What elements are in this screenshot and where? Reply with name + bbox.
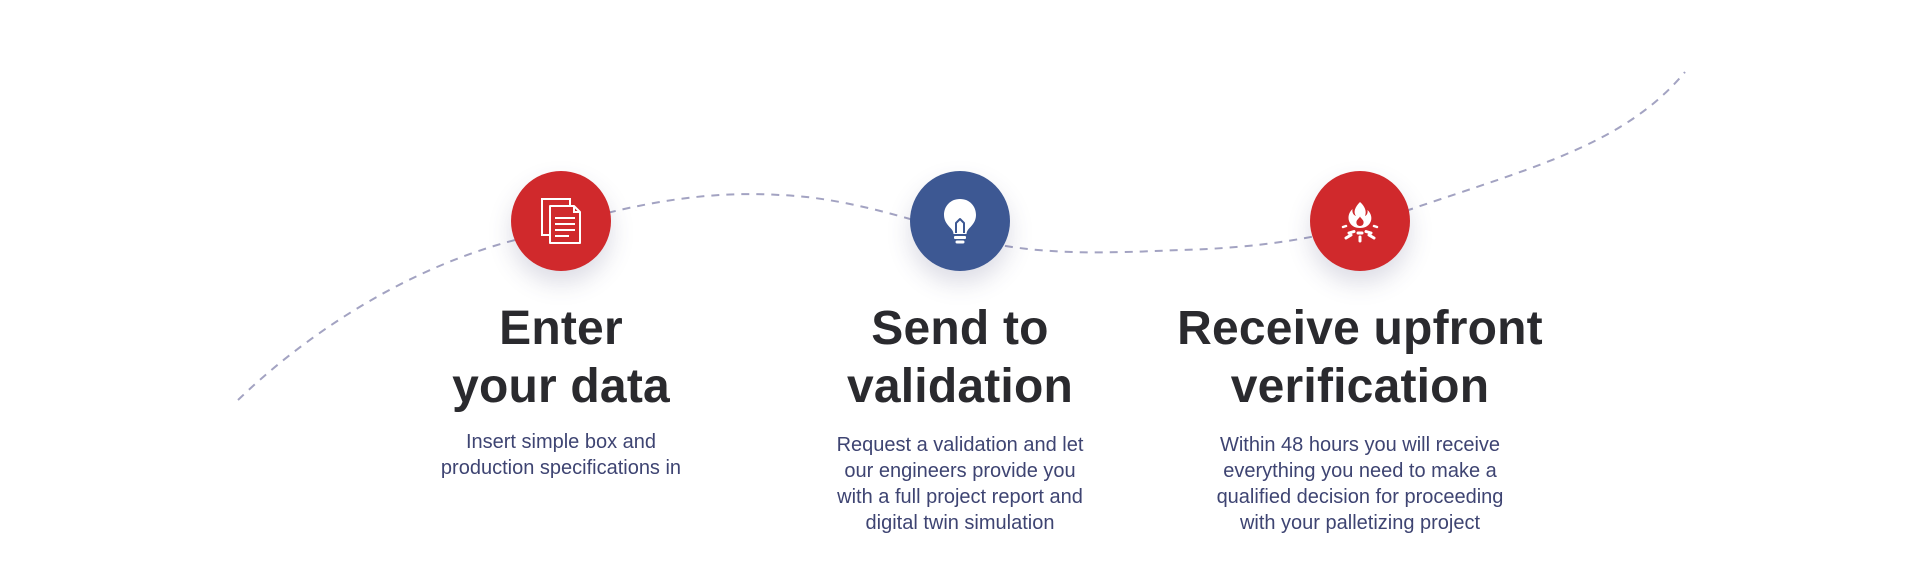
step-icon-circle [910,171,1010,271]
step-title: Receive upfront verification [1140,300,1580,416]
step-title: Send to validation [740,300,1180,416]
step-description-line: production specifications in [440,457,682,479]
step-title-line: verification [1230,360,1490,413]
step-description: Within 48 hours you will receive everyth… [1140,432,1580,536]
step-description-line: qualified decision for proceeding [1216,486,1504,508]
step-description-line: Request a validation and let [836,434,1084,456]
step-icon-circle [511,171,611,271]
step-title-line: validation [846,360,1074,413]
step-description-line: Insert simple box and [465,431,657,453]
step-description: Request a validation and let our enginee… [740,432,1180,536]
documents-icon [541,198,581,244]
step-receive-verification: Receive upfront verification Within 48 h… [1140,0,1580,588]
step-description-line: everything you need to make a [1223,460,1497,482]
step-description-line: Within 48 hours you will receive [1219,434,1501,456]
step-description-line: with your palletizing project [1239,512,1481,534]
step-title-line: Send to [871,302,1049,355]
step-title-line: Enter [499,302,623,355]
step-send-validation: Send to validation Request a validation … [740,0,1180,588]
step-title-line: your data [452,360,670,413]
step-description: Insert simple box and production specifi… [341,429,781,481]
fire-icon [1341,202,1379,243]
step-enter-data: Enter your data Insert simple box and pr… [341,0,781,588]
lightbulb-icon [944,199,976,244]
step-title: Enter your data [341,300,781,416]
step-title-line: Receive upfront [1177,302,1543,355]
step-description-line: our engineers provide you [844,460,1076,482]
step-icon-circle [1310,171,1410,271]
step-description-line: digital twin simulation [865,512,1055,534]
step-description-line: with a full project report and [837,486,1083,508]
